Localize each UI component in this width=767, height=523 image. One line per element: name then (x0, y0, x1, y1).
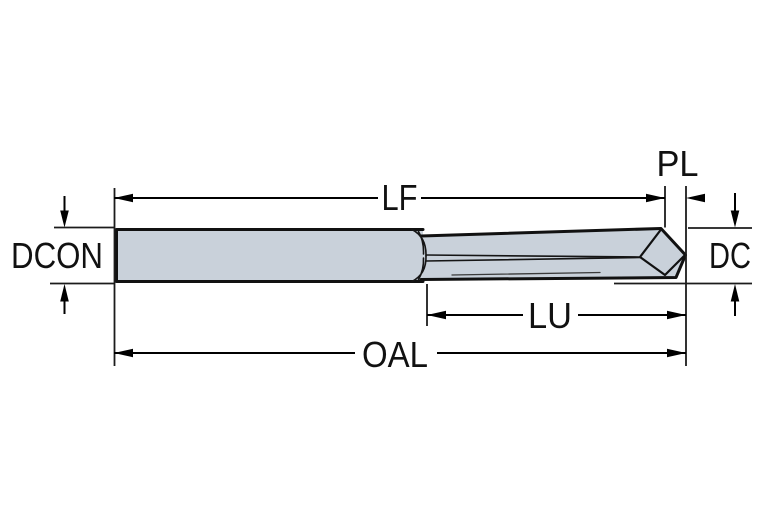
dcon-extension-lines (50, 226, 114, 285)
tip-facet-lines (638, 228, 686, 277)
flute-body (421, 228, 686, 280)
dimension-pl: PL (657, 143, 705, 203)
pl-arrowhead (686, 193, 705, 203)
dimension-dc: DC (709, 193, 751, 316)
shank-body (115, 228, 423, 283)
shank-outline (115, 228, 425, 283)
flute-heel-line (451, 271, 601, 276)
neck-fillet-lower (411, 255, 427, 283)
dc-extension-lines (614, 227, 752, 285)
neck-fillet-upper (411, 228, 427, 257)
dc-arrowhead-bottom (730, 284, 740, 302)
dimension-lu: LU (427, 295, 686, 336)
dimension-dcon: DCON (11, 196, 103, 314)
lf-arrowhead-left (114, 193, 133, 203)
dimension-oal: OAL (114, 334, 686, 375)
dcon-arrowhead-bottom (60, 284, 69, 302)
lu-arrowhead-left (427, 310, 446, 320)
flute-groove-lines (425, 254, 641, 262)
drill-tool (115, 227, 687, 283)
lf-label: LF (382, 177, 418, 218)
extension-lines (50, 186, 752, 366)
lu-label: LU (528, 295, 572, 336)
dc-arrowhead-top (730, 210, 740, 228)
dcon-arrowhead-top (60, 210, 69, 228)
dc-label: DC (709, 235, 751, 276)
oal-arrowhead-left (114, 348, 133, 358)
pl-label: PL (657, 143, 699, 184)
oal-label: OAL (362, 334, 428, 375)
dcon-label: DCON (11, 235, 103, 276)
dimension-lf: LF (114, 177, 665, 218)
oal-arrowhead-right (667, 348, 686, 358)
lu-arrowhead-right (667, 310, 686, 320)
lf-arrowhead-right (646, 193, 665, 203)
